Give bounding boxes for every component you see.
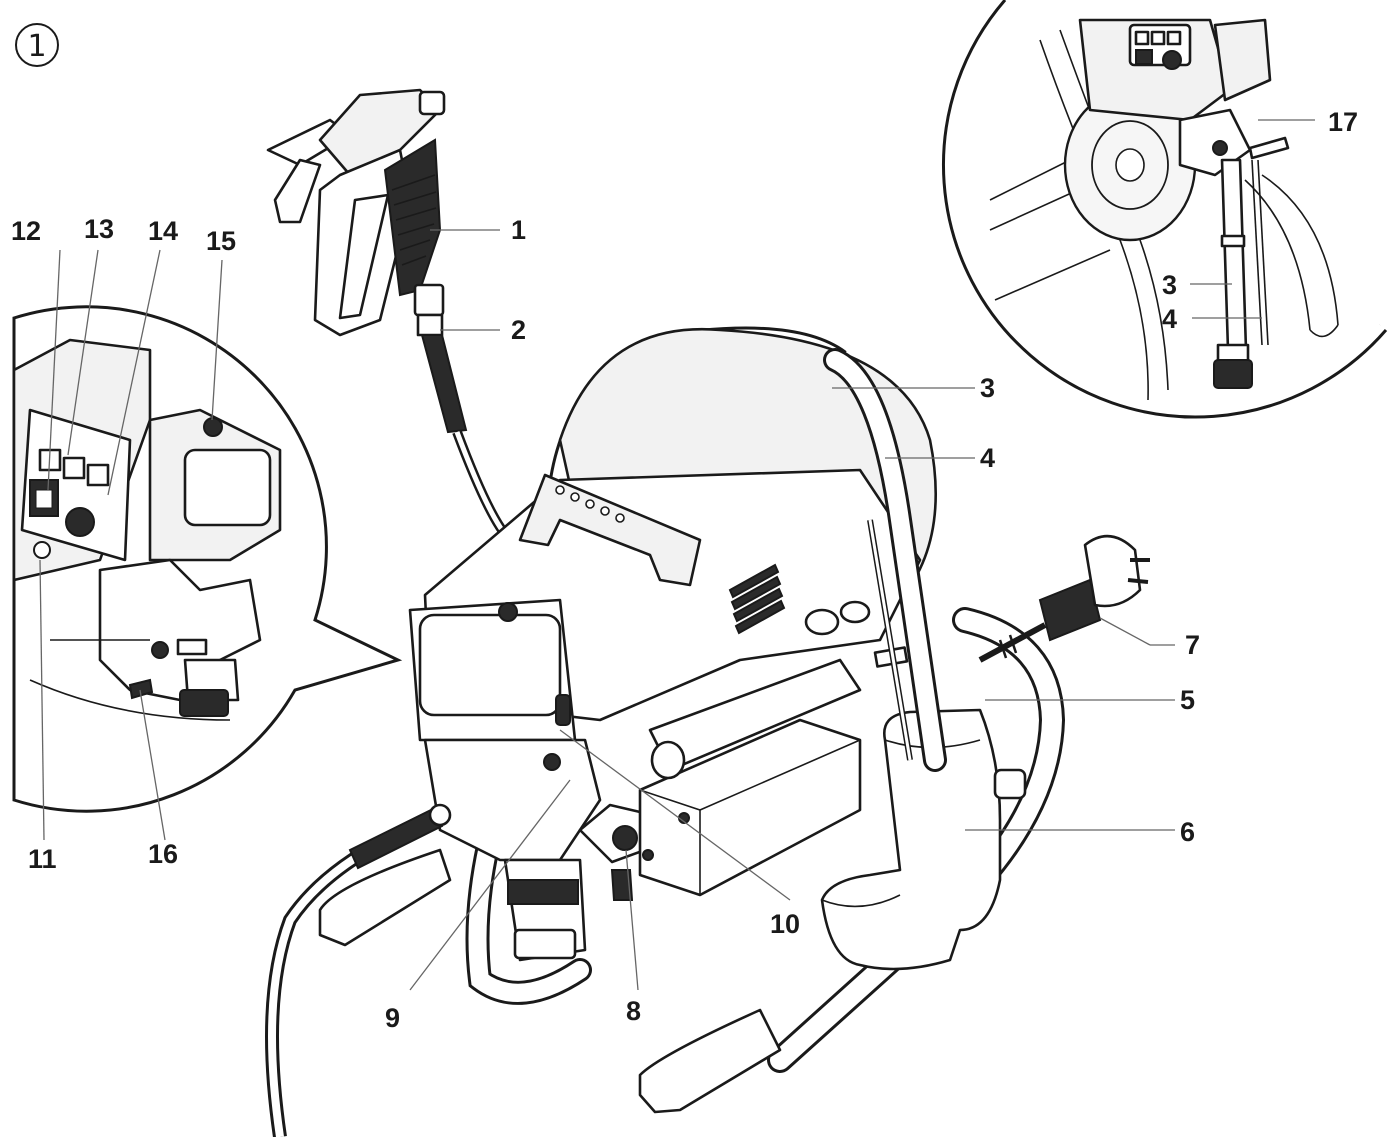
label-2: 2 [511, 315, 526, 345]
figure-number: 1 [15, 23, 59, 67]
leader-lines [39, 119, 1315, 991]
label-5: 5 [1180, 685, 1195, 715]
inset-label-4: 4 [1162, 304, 1177, 334]
label-8: 8 [626, 996, 641, 1026]
detail-inset-hose-connection [942, 0, 1388, 419]
label-15: 15 [206, 226, 236, 256]
sprayer-unit [265, 326, 1150, 1137]
detail-inset-control-panel [12, 305, 403, 813]
label-1: 1 [511, 215, 526, 245]
label-6: 6 [1180, 817, 1195, 847]
high-pressure-hose [420, 334, 514, 544]
label-9: 9 [385, 1003, 400, 1033]
figure-number-text: 1 [27, 29, 46, 64]
label-3: 3 [980, 373, 995, 403]
spray-gun [266, 88, 446, 337]
label-16: 16 [148, 839, 178, 869]
label-10: 10 [770, 909, 800, 939]
label-17: 17 [1328, 107, 1358, 137]
label-4: 4 [980, 443, 995, 473]
label-12: 12 [11, 216, 41, 246]
label-13: 13 [84, 214, 114, 244]
callout-labels: 1 2 3 4 5 6 7 8 9 10 11 12 13 14 15 16 1… [11, 107, 1358, 1033]
label-7: 7 [1185, 630, 1200, 660]
label-14: 14 [148, 216, 178, 246]
label-11: 11 [28, 844, 57, 874]
inset-label-3: 3 [1162, 270, 1177, 300]
